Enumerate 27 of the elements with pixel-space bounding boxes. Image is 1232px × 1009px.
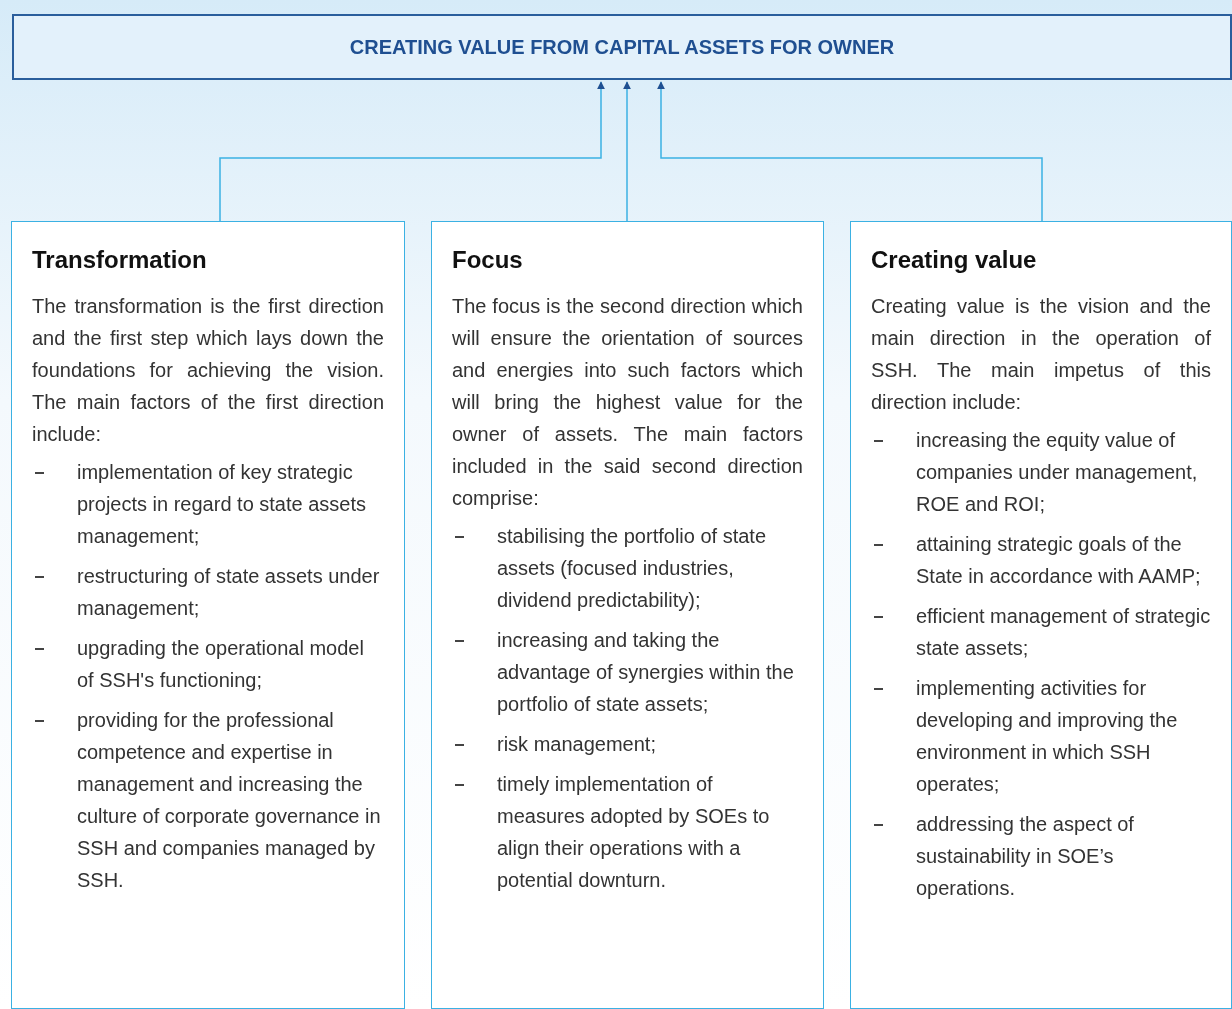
- list-item: implementation of key strategic projects in regard to state assets management;: [77, 460, 368, 549]
- list-item: risk management;: [497, 732, 657, 757]
- direction-box: [431, 221, 824, 1009]
- list-item: providing for the professional competence and expertise in management and increasing the culture of corporate governance in SSH and companies managed by SSH.: [77, 708, 382, 893]
- list-item: efficient management of strategic state assets;: [916, 604, 1211, 661]
- title-box: [12, 14, 1232, 80]
- list-item: implementing activities for developing and improving the environment in which SSH operates;: [916, 676, 1179, 797]
- list-item: stabilising the portfolio of state assets (focused industries, dividend predictability);: [497, 524, 768, 613]
- box-heading: Creating value: [871, 245, 1038, 275]
- box-heading: Focus: [452, 245, 524, 275]
- description-text: Creating value is the vision and the main direction in the operation of SSH. The main impetus of this direction include:: [871, 294, 1211, 415]
- description-text: The transformation is the first direction and the first step which lays down the foundations for achieving the vision. The main factors of the first direction include:: [32, 294, 384, 447]
- list-item: increasing the equity value of companies under management, ROE and ROI;: [916, 428, 1199, 517]
- list-item: attaining strategic goals of the State in accordance with AAMP;: [916, 532, 1202, 589]
- list-item: upgrading the operational model of SSH's functioning;: [77, 636, 365, 693]
- arrow: [219, 81, 605, 222]
- list-item: addressing the aspect of sustainability in SOE’s operations.: [916, 812, 1135, 901]
- box-heading: Transformation: [32, 245, 208, 275]
- arrow: [623, 81, 631, 222]
- list-item: increasing and taking the advantage of synergies within the portfolio of state assets;: [497, 628, 795, 717]
- list-item: restructuring of state assets under management;: [77, 564, 381, 621]
- list-item: timely implementation of measures adopted by SOEs to align their operations with a potential downturn.: [497, 772, 771, 893]
- box-title: CREATING VALUE FROM CAPITAL ASSETS FOR OWNER: [349, 35, 895, 59]
- direction-box: [850, 221, 1232, 1009]
- arrow: [657, 81, 1043, 222]
- direction-box: [11, 221, 405, 1009]
- description-text: The focus is the second direction which will ensure the orientation of sources and energies into such factors which will bring the highest value for the owner of assets. The main factors included in the said second direction comprise:: [452, 294, 803, 511]
